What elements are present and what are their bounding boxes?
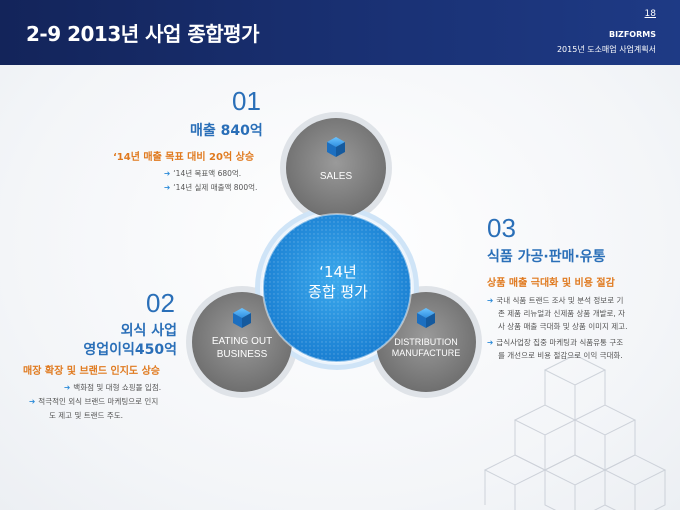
arrow-icon: ➔ [487,338,494,347]
page-title: 2-9 2013년 사업 종합평가 [26,22,260,46]
arrow-icon: ➔ [164,169,171,178]
block-02-bullet-continued: 도 제고 및 트랜드 주도. [49,411,124,420]
block-01-bullet: ➔‘14년 실제 매출액 800억. [164,183,258,192]
block-03-bullet-continued: 사 상품 매출 극대화 및 상품 이미지 제고. [498,322,628,331]
block-01-subheading: ‘14년 매출 목표 대비 20억 상승 [113,152,255,163]
cube-icon [233,308,251,328]
block-03-subheading: 상품 매출 극대화 및 비용 절감 [487,278,615,289]
block-02-subheading: 매장 확장 및 브랜드 인지도 상승 [23,366,161,377]
center-label-line2: 종합 평가 [308,283,368,301]
block-03-bullet: ➔국내 식품 트랜드 조사 및 분석 정보로 기 [487,296,624,305]
block-03-bullet-continued: 를 개선으로 비용 절감으로 이익 극대화. [498,351,623,360]
arrow-icon: ➔ [29,397,36,406]
arrow-icon: ➔ [487,296,494,305]
arrow-icon: ➔ [64,383,71,392]
page-number: 18 [644,9,656,19]
block-02-bullet: ➔적극적인 외식 브랜드 마케팅으로 인지 [29,397,159,406]
cube-wireframe-decoration [483,354,667,510]
header-bar: 2-9 2013년 사업 종합평가 18 BIZFORMS 2015년 도소매업… [0,0,680,65]
arrow-icon: ➔ [164,183,171,192]
brand-name: BIZFORMS [608,30,656,39]
block-02-bullet: ➔백화점 및 대형 쇼핑몰 입점. [64,383,162,392]
block-01-heading: 매출 840억 [190,123,263,139]
block-02-heading-line1: 외식 사업 [120,323,177,339]
eating-circle [192,292,292,392]
cube-icon [327,137,345,157]
cube-icon [417,308,435,328]
sales-label: SALES [319,171,353,182]
block-03-number: 03 [487,213,516,243]
block-02-heading-line2: 영업이익450억 [83,342,177,358]
block-01-bullet: ➔‘14년 목표액 680억. [164,169,242,178]
eating-out-label-line1: EATING OUT [211,336,273,347]
block-03-heading: 식품 가공·판매·유통 [487,249,606,265]
block-01-number: 01 [232,86,261,116]
sales-circle [286,118,386,218]
distribution-label: DISTRIBUTION MANUFACTURE [380,337,472,359]
document-title: 2015년 도소매업 사업계획서 [556,45,656,54]
eating-out-label-line2: BUSINESS [216,349,268,360]
block-02-number: 02 [146,288,175,318]
distribution-label-line2: MANUFACTURE [391,348,461,358]
eating-out-label: EATING OUT BUSINESS [200,335,284,361]
block-03-bullet: ➔급식사업장 집중 마케팅과 식품유통 구조 [487,338,624,347]
center-label: ‘14년 종합 평가 [268,262,408,302]
distribution-label-line1: DISTRIBUTION [394,337,458,347]
block-03-bullet-continued: 존 제품 리뉴얼과 신제품 상품 개발로, 자 [498,309,626,318]
center-label-line1: ‘14년 [319,263,357,281]
